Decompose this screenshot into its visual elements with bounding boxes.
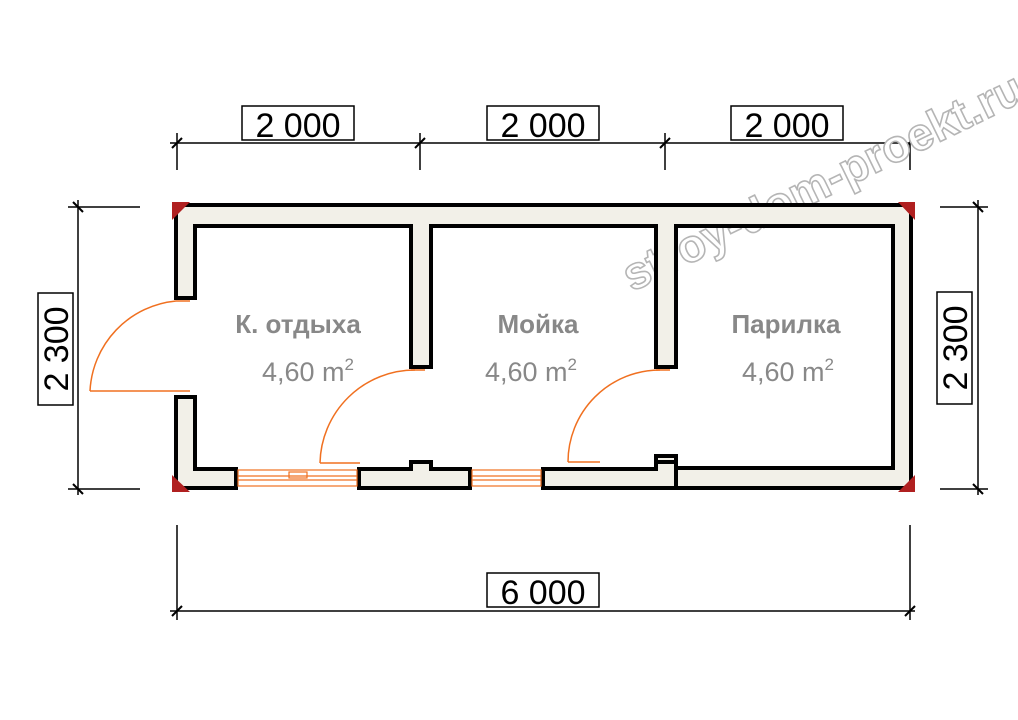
room-area: 4,60 m2 — [262, 355, 354, 387]
room-name: Мойка — [498, 309, 580, 339]
door-moika — [319, 369, 425, 464]
room-parilka: Парилка 4,60 m2 — [731, 309, 841, 387]
dim-top-1: 2 000 — [255, 107, 340, 145]
corner-post-top-left — [172, 202, 190, 220]
window-middle — [471, 469, 542, 487]
dim-top-3: 2 000 — [744, 107, 829, 145]
dim-right-height: 2 300 — [937, 305, 975, 390]
right-dimension: 2 300 — [936, 200, 988, 495]
room-moika: Мойка 4,60 m2 — [485, 309, 579, 387]
dim-top-2: 2 000 — [500, 107, 585, 145]
left-dimension: 2 300 — [37, 200, 140, 495]
door-parilka — [567, 369, 670, 463]
outer-wall-top-right — [174, 203, 913, 490]
top-dimension: 2 000 2 000 2 000 — [170, 105, 916, 170]
room-name: Парилка — [731, 309, 841, 339]
corner-post-top-right — [898, 202, 915, 220]
room-area: 4,60 m2 — [485, 355, 577, 387]
dim-left-height: 2 300 — [38, 306, 76, 391]
dim-bottom-total: 6 000 — [500, 574, 585, 612]
room-rest: К. отдыха 4,60 m2 — [235, 309, 361, 387]
room-area: 4,60 m2 — [742, 355, 834, 387]
room-name: К. отдыха — [235, 309, 361, 339]
corner-posts — [172, 202, 915, 492]
corner-post-bottom-left — [172, 475, 190, 492]
corner-post-bottom-right — [898, 475, 915, 492]
door-entrance — [89, 300, 190, 392]
window-left — [237, 469, 358, 487]
bottom-dimension: 6 000 — [170, 525, 916, 620]
outer-wall-left-lower — [174, 395, 238, 490]
outer-wall-bottom-middle — [357, 460, 472, 490]
walls — [174, 203, 913, 490]
outer-wall-bottom-right — [541, 460, 678, 490]
